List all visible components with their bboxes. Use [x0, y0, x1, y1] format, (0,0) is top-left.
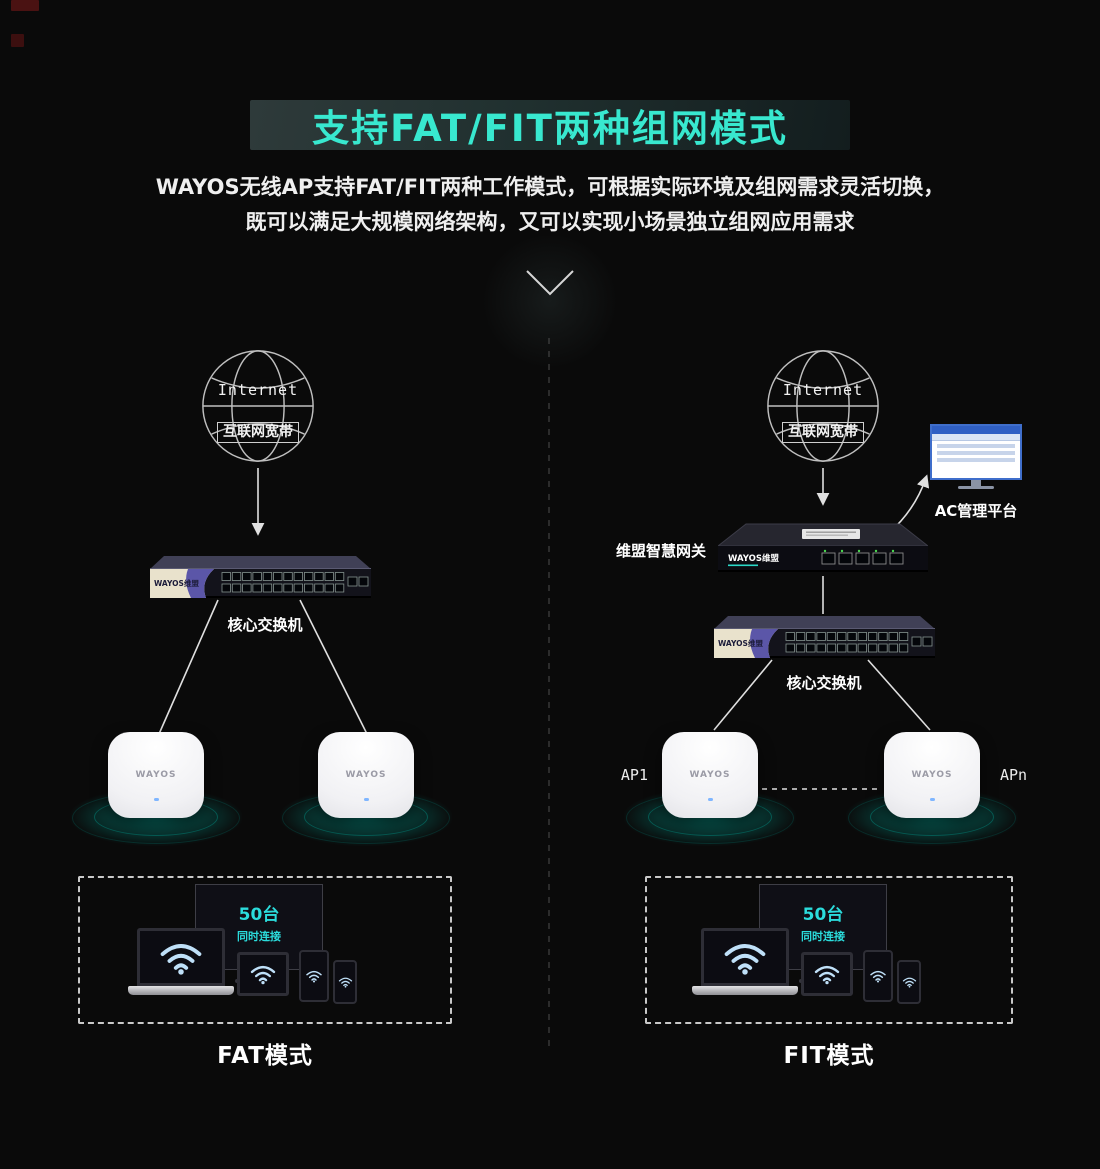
access-point-fit-n: WAYOS — [846, 732, 1018, 882]
ap-brand-label: WAYOS — [135, 770, 177, 780]
internet-label: Internet — [217, 381, 299, 399]
internet-label: Internet — [782, 381, 864, 399]
wifi-icon — [338, 976, 353, 988]
background-glow — [478, 236, 622, 366]
capacity-value: 50台 — [238, 905, 280, 925]
ap-brand-label: WAYOS — [689, 770, 731, 780]
laptop-device — [692, 928, 798, 995]
chevron-down-icon — [526, 270, 574, 296]
ap1-label: AP1 — [620, 766, 648, 784]
ac-titlebar — [932, 426, 1020, 434]
ac-screen — [930, 424, 1022, 480]
ap-led — [708, 798, 713, 801]
client-device-cluster-fit: 50台 同时连接 — [692, 884, 961, 1008]
wifi-icon — [902, 976, 917, 988]
ac-row — [937, 451, 1015, 455]
ac-toolbar — [932, 434, 1020, 441]
client-devices-box-fat — [78, 876, 452, 1024]
page-title: 支持FAT/FIT两种组网模式 — [312, 107, 788, 150]
globe-icon — [767, 350, 879, 462]
wifi-icon — [813, 963, 841, 985]
ap-led — [930, 798, 935, 801]
switch-brand-label: WAYOS维盟 — [154, 578, 199, 588]
wifi-icon — [158, 939, 204, 976]
laptop-device — [128, 928, 234, 995]
laptop-base — [692, 986, 798, 995]
broadband-label: 互联网宽带 — [217, 422, 299, 443]
tablet-device — [237, 952, 289, 996]
wifi-icon — [869, 969, 887, 983]
switch-label-fat: 核心交换机 — [227, 616, 303, 634]
ap-brand-label: WAYOS — [911, 770, 953, 780]
ap-led — [154, 798, 159, 801]
smart-gateway: WAYOS维盟 — [718, 518, 928, 576]
screen-artifact — [11, 34, 24, 47]
core-switch-fat: WAYOS维盟 — [148, 552, 373, 604]
phone-device — [299, 950, 329, 1002]
screen-artifact — [11, 0, 39, 11]
mode-label-fat: FAT模式 — [217, 1043, 313, 1069]
ap-device: WAYOS — [884, 732, 980, 818]
access-point-fat-1: WAYOS — [70, 732, 242, 882]
subtitle: WAYOS无线AP支持FAT/FIT两种工作模式，可根据实际环境及组网需求灵活切… — [0, 170, 1100, 240]
internet-globe-fat: Internet 互联网宽带 — [200, 348, 316, 464]
ac-base — [958, 486, 994, 489]
subtitle-line-2: 既可以满足大规模网络架构，又可以实现小场景独立组网应用需求 — [245, 210, 855, 234]
access-point-fit-1: WAYOS — [624, 732, 796, 882]
ap-device: WAYOS — [108, 732, 204, 818]
wifi-icon — [722, 939, 768, 976]
switch-label-fit: 核心交换机 — [786, 674, 862, 692]
laptop-base — [128, 986, 234, 995]
title-banner: 支持FAT/FIT两种组网模式 — [250, 100, 850, 150]
gateway-brand-label: WAYOS维盟 — [728, 553, 779, 564]
switch-brand-label: WAYOS维盟 — [718, 638, 763, 648]
subtitle-line-1: WAYOS无线AP支持FAT/FIT两种工作模式，可根据实际环境及组网需求灵活切… — [155, 175, 945, 199]
wifi-icon — [249, 963, 277, 985]
wifi-icon — [305, 969, 323, 983]
ap-brand-label: WAYOS — [345, 770, 387, 780]
ac-platform-label: AC管理平台 — [934, 502, 1018, 520]
core-switch-fit: WAYOS维盟 — [712, 612, 937, 664]
ap-device: WAYOS — [318, 732, 414, 818]
ap-device: WAYOS — [662, 732, 758, 818]
ac-platform-monitor — [930, 424, 1022, 494]
ac-stand — [971, 480, 981, 486]
tablet-device — [801, 952, 853, 996]
ap-led — [364, 798, 369, 801]
client-devices-box-fit — [645, 876, 1013, 1024]
ac-row — [937, 444, 1015, 448]
broadband-label: 互联网宽带 — [782, 422, 864, 443]
mode-label-fit: FIT模式 — [783, 1043, 875, 1069]
internet-globe-fit: Internet 互联网宽带 — [765, 348, 881, 464]
globe-icon — [202, 350, 314, 462]
capacity-caption: 同时连接 — [801, 930, 845, 943]
capacity-caption: 同时连接 — [237, 930, 281, 943]
phone-device — [863, 950, 893, 1002]
gateway-label: 维盟智慧网关 — [615, 542, 706, 560]
access-point-fat-2: WAYOS — [280, 732, 452, 882]
apn-label: APn — [1000, 766, 1028, 784]
capacity-value: 50台 — [802, 905, 844, 925]
phone-device — [333, 960, 357, 1004]
phone-device — [897, 960, 921, 1004]
client-device-cluster-fat: 50台 同时连接 — [128, 884, 397, 1008]
ac-row — [937, 458, 1015, 462]
